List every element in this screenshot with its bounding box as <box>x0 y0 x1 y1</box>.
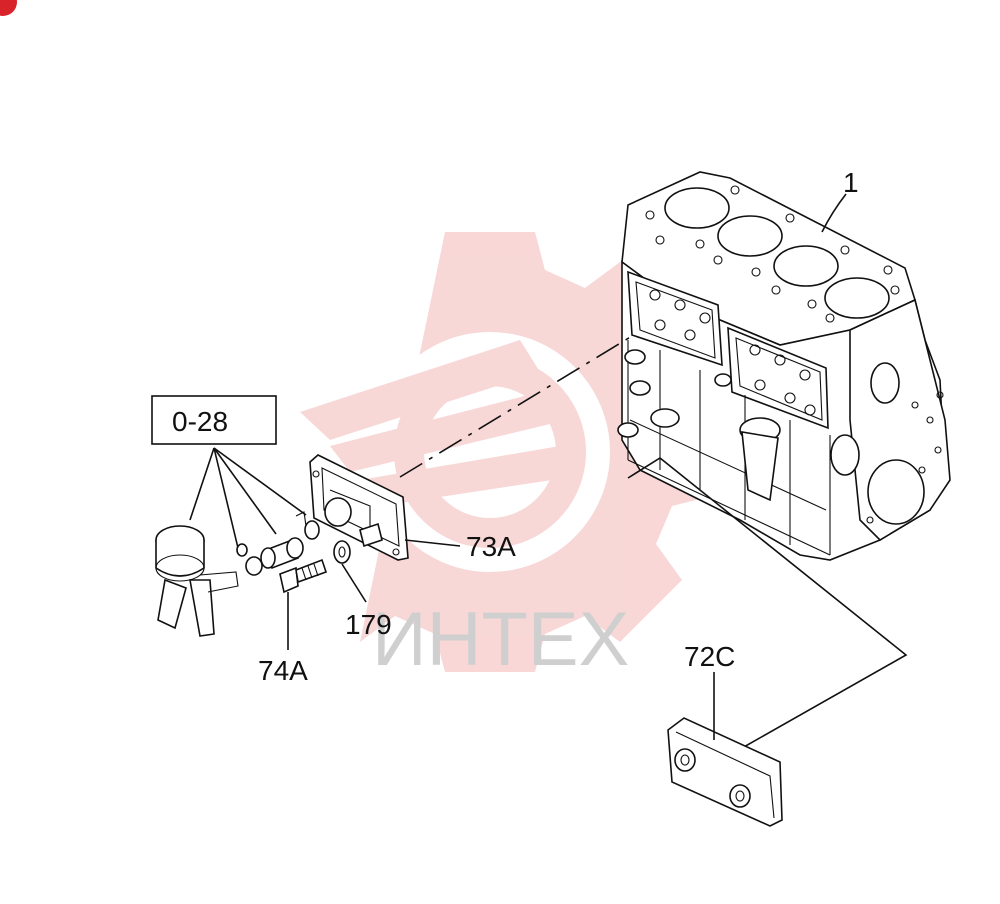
callout-73a: 73A <box>466 531 516 562</box>
oil-strainer-assembly <box>155 511 320 637</box>
callout-1: 1 <box>843 167 859 198</box>
alignment-line-72c <box>627 457 908 753</box>
watermark-text: ИНТЕХ <box>372 597 629 682</box>
reference-leaders <box>189 447 307 549</box>
leader-1 <box>821 193 847 233</box>
engine-block <box>617 171 951 561</box>
gasket-plate-73a <box>309 454 409 561</box>
callout-74a: 74A <box>258 655 308 686</box>
bolt-74a <box>279 558 328 594</box>
corner-badge <box>0 0 17 16</box>
leader-179 <box>341 563 367 603</box>
reference-box-label: 0-28 <box>172 406 228 437</box>
callout-179: 179 <box>345 609 392 640</box>
reference-box <box>151 395 277 445</box>
side-cover-72c <box>667 717 783 827</box>
callout-72c: 72C <box>684 641 735 672</box>
washer-179 <box>333 540 351 564</box>
leader-73a <box>404 539 461 547</box>
